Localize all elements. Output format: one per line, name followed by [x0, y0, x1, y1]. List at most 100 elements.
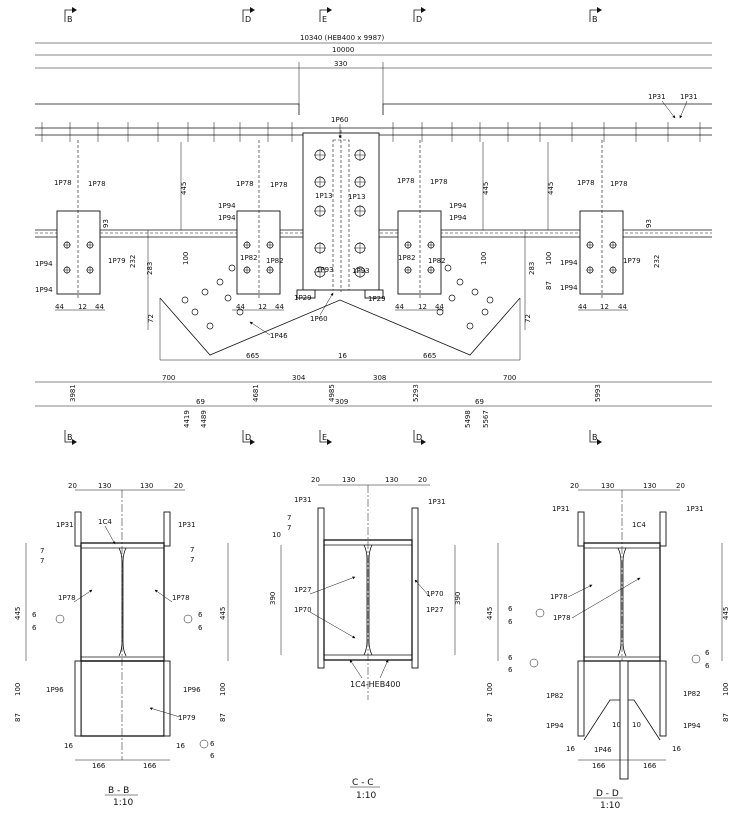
svg-text:130: 130	[385, 476, 398, 484]
svg-text:1P78: 1P78	[550, 593, 568, 601]
svg-text:E: E	[322, 15, 327, 24]
svg-text:130: 130	[98, 482, 111, 490]
svg-text:100: 100	[14, 683, 22, 696]
svg-text:1P31: 1P31	[680, 93, 698, 101]
svg-text:D: D	[416, 433, 422, 442]
section-marker-b-right: B	[589, 7, 602, 24]
svg-text:72: 72	[524, 314, 532, 323]
dim-total: 10340 (HEB400 x 9987)	[300, 34, 384, 42]
section-c-c: 20 130 130 20 1P31 1P31 7 7 10 1P27 1P70…	[269, 476, 462, 801]
svg-text:445: 445	[486, 607, 494, 620]
label-1p31-elev: 1P31 1P31	[648, 93, 698, 119]
section-marker-b-left: B	[64, 7, 77, 24]
svg-text:20: 20	[311, 476, 320, 484]
svg-text:700: 700	[503, 374, 516, 382]
center-bolts	[314, 149, 366, 278]
svg-text:12: 12	[78, 303, 87, 311]
svg-text:3981: 3981	[69, 384, 77, 402]
svg-text:44: 44	[395, 303, 404, 311]
svg-text:10: 10	[632, 721, 641, 729]
svg-text:1P13: 1P13	[348, 193, 366, 201]
svg-text:166: 166	[592, 762, 606, 770]
svg-text:20: 20	[676, 482, 685, 490]
svg-text:1P82: 1P82	[398, 254, 416, 262]
section-markers-bottom: B D E D B	[64, 430, 602, 445]
svg-text:5293: 5293	[412, 384, 420, 402]
svg-text:6: 6	[198, 624, 203, 632]
svg-text:16: 16	[176, 742, 185, 750]
svg-text:72: 72	[147, 314, 155, 323]
svg-text:665: 665	[246, 352, 259, 360]
svg-text:B: B	[592, 433, 598, 442]
svg-text:16: 16	[672, 745, 681, 753]
svg-text:1P29: 1P29	[368, 295, 386, 303]
svg-text:1P78: 1P78	[577, 179, 595, 187]
svg-text:6: 6	[508, 618, 513, 626]
svg-text:7: 7	[287, 524, 291, 532]
svg-text:69: 69	[475, 398, 484, 406]
svg-text:44: 44	[275, 303, 284, 311]
svg-text:6: 6	[508, 666, 513, 674]
svg-text:130: 130	[342, 476, 355, 484]
svg-text:44: 44	[578, 303, 587, 311]
svg-text:7: 7	[40, 557, 44, 565]
svg-text:6: 6	[705, 662, 710, 670]
svg-text:1P13: 1P13	[315, 192, 333, 200]
svg-text:1P70: 1P70	[426, 590, 444, 598]
svg-text:390: 390	[269, 592, 277, 605]
svg-text:1P96: 1P96	[46, 686, 64, 694]
svg-text:100: 100	[480, 252, 488, 265]
svg-text:1C4: 1C4	[632, 521, 646, 529]
svg-text:130: 130	[601, 482, 614, 490]
svg-text:1P46: 1P46	[270, 332, 288, 340]
svg-text:1P70: 1P70	[294, 606, 312, 614]
section-d-d: 20 130 130 20 1P31 1P31 1C4 1P78 1P78 6 …	[486, 482, 730, 811]
svg-text:D: D	[245, 433, 251, 442]
svg-text:1P94: 1P94	[560, 284, 578, 292]
svg-text:1P31: 1P31	[56, 521, 74, 529]
svg-text:1P82: 1P82	[683, 690, 701, 698]
svg-text:1P94: 1P94	[218, 202, 236, 210]
svg-text:1P94: 1P94	[449, 202, 467, 210]
svg-text:445: 445	[722, 607, 730, 620]
svg-text:4985: 4985	[328, 384, 336, 402]
svg-text:1P31: 1P31	[648, 93, 666, 101]
svg-text:1P94: 1P94	[449, 214, 467, 222]
svg-text:1P93: 1P93	[316, 266, 334, 274]
svg-text:1C4-HEB400: 1C4-HEB400	[350, 680, 400, 689]
svg-text:1:10: 1:10	[113, 798, 133, 808]
svg-text:12: 12	[258, 303, 267, 311]
end-plate-3: 1P78 1P78 1P94 1P94 1P82 1P82	[397, 140, 467, 300]
svg-text:1P31: 1P31	[428, 498, 446, 506]
svg-text:130: 130	[140, 482, 153, 490]
bracing-bolts	[181, 264, 494, 330]
svg-text:6: 6	[508, 605, 513, 613]
svg-text:283: 283	[528, 262, 536, 275]
svg-text:1P94: 1P94	[683, 722, 701, 730]
svg-text:6: 6	[198, 611, 203, 619]
svg-text:1P60: 1P60	[331, 116, 349, 124]
svg-text:445: 445	[547, 182, 555, 195]
svg-text:232: 232	[653, 255, 661, 268]
svg-text:283: 283	[146, 262, 154, 275]
svg-text:87: 87	[14, 713, 22, 722]
svg-text:304: 304	[292, 374, 306, 382]
svg-text:309: 309	[335, 398, 348, 406]
dim-center-plate: 330	[334, 60, 347, 68]
svg-text:20: 20	[418, 476, 427, 484]
svg-text:130: 130	[643, 482, 656, 490]
svg-text:B: B	[67, 433, 73, 442]
svg-text:665: 665	[423, 352, 436, 360]
svg-text:1P82: 1P82	[428, 257, 446, 265]
svg-text:4681: 4681	[252, 384, 260, 402]
svg-text:308: 308	[373, 374, 386, 382]
station-labels: 3981 4419 4489 4681 4985 5293 5498 5567 …	[69, 384, 602, 428]
section-marker-d-left: D	[242, 7, 255, 24]
svg-text:7: 7	[190, 556, 194, 564]
svg-text:6: 6	[705, 649, 710, 657]
svg-text:B: B	[67, 15, 73, 24]
dim-span: 10000	[332, 46, 354, 54]
svg-text:5498: 5498	[464, 410, 472, 428]
svg-text:16: 16	[566, 745, 575, 753]
svg-text:1P79: 1P79	[108, 257, 126, 265]
